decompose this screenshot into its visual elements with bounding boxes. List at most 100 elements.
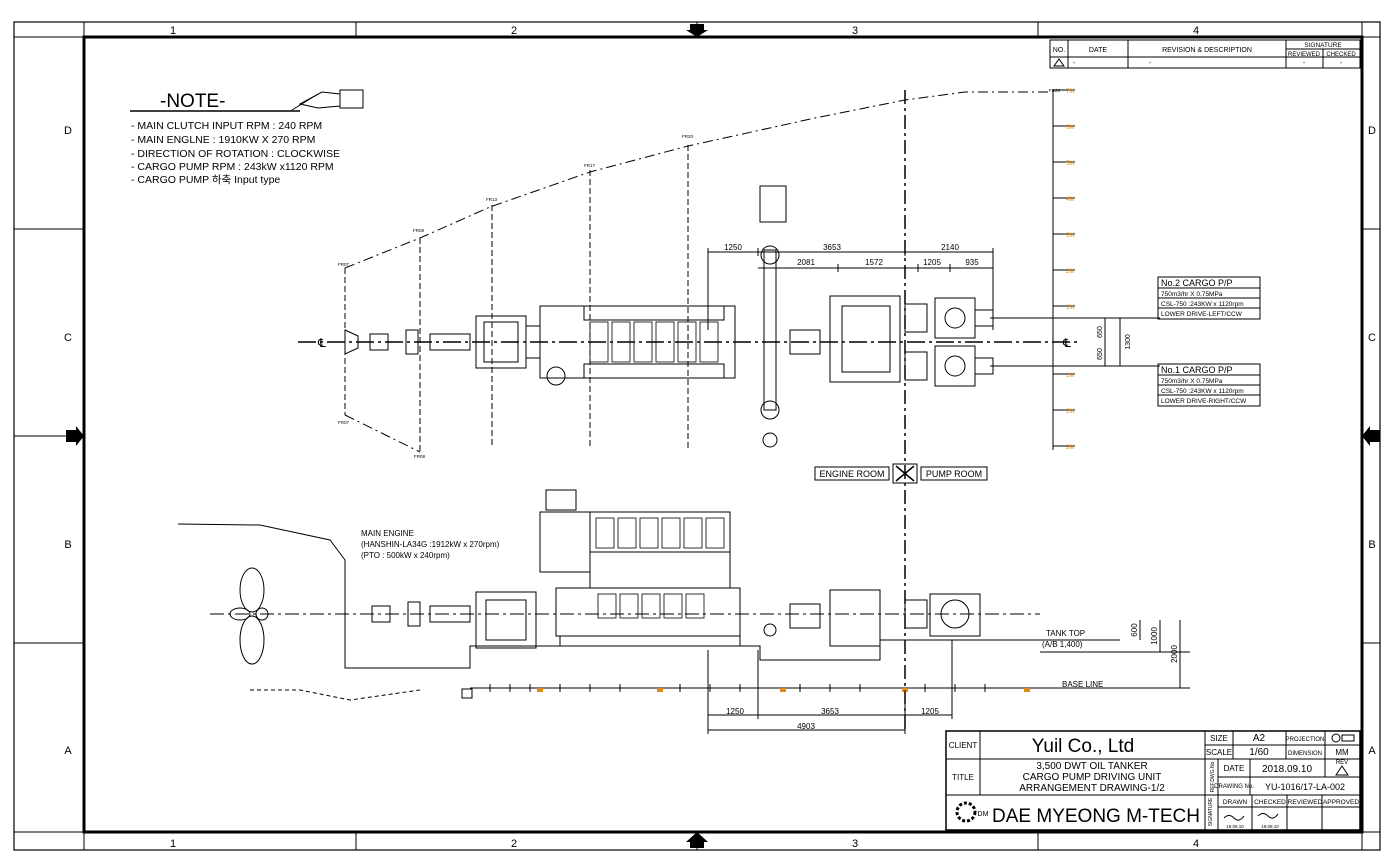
svg-text:B: B [1368, 539, 1375, 551]
title-line-1: 3,500 DWT OIL TANKER [1036, 761, 1147, 772]
svg-text:FR20: FR20 [682, 134, 694, 139]
svg-text:C: C [1368, 332, 1376, 344]
dim-3653-plan: 3653 [823, 243, 841, 252]
plan-shaft [344, 329, 471, 355]
svg-text:D: D [64, 125, 72, 137]
note-title: -NOTE- [160, 91, 225, 112]
centerline-symbol-left: ℄ [317, 336, 326, 350]
cargo-pump-2-line-3: LOWER DRIVE-LEFT/CCW [1161, 311, 1243, 318]
cargo-pump-1-line-3: LOWER DRIVE-RIGHT/CCW [1161, 398, 1247, 405]
sig-reviewed: REVIEWED [1288, 799, 1323, 806]
cargo-pump-2-title: No.2 CARGO P/P [1161, 278, 1233, 288]
sig-date-drawn: 18.09.10 [1226, 824, 1244, 829]
hull-outline-lower [344, 414, 421, 453]
svg-text:A: A [1368, 745, 1376, 757]
elevation-shaft [371, 601, 471, 627]
dim-1250-plan: 1250 [724, 243, 742, 252]
svg-text:7M: 7M [1066, 89, 1074, 95]
base-line-ticks [489, 684, 986, 692]
sig-checked: CHECKED [1254, 799, 1286, 806]
cargo-pump-1-line-2: CSL-750 :243KW x 1120rpm [1161, 388, 1244, 395]
drawing-no-label: DRAWING No. [1214, 784, 1254, 790]
date-label: DATE [1224, 764, 1245, 773]
svg-text:4: 4 [1193, 838, 1199, 850]
dim-1572: 1572 [865, 258, 883, 267]
company-name: DAE MYEONG M-TECH [992, 806, 1200, 827]
cargo-pump-1-line-1: 750m3/hr X 0.75MPa [1161, 378, 1223, 385]
svg-text:4M: 4M [1066, 197, 1074, 203]
note-line-1: - MAIN CLUTCH INPUT RPM : 240 RPM [131, 120, 322, 132]
hull-profile [177, 523, 1030, 669]
client-label: CLIENT [949, 741, 978, 750]
svg-text:5M: 5M [1066, 161, 1074, 167]
note-line-5: - CARGO PUMP 하축 Input type [131, 173, 280, 186]
scale-value: 1/60 [1249, 747, 1269, 758]
dim-1205-elev: 1205 [921, 707, 939, 716]
ref-label: REF.DWG.No [1210, 761, 1216, 792]
revision-triangle-icon [1053, 58, 1065, 67]
sig-drawn: DRAWN [1223, 799, 1248, 806]
plan-view: FR07 FR08 FR13 FR17 FR20 FR26 FR07 FR08 … [298, 88, 1261, 730]
dim-2140-plan: 2140 [941, 243, 959, 252]
signature-scribbles [1223, 813, 1279, 821]
svg-text:3M: 3M [1066, 445, 1074, 451]
svg-text:1M: 1M [1066, 305, 1074, 311]
dim-1205-plan: 1205 [923, 258, 941, 267]
note-line-2: - MAIN ENGLNE : 1910KW X 270 RPM [131, 134, 315, 146]
main-engine-plan [539, 305, 736, 379]
svg-text:4: 4 [1193, 25, 1199, 37]
cargo-pump-1-box: No.1 CARGO P/P 750m3/hr X 0.75MPa CSL-75… [1157, 363, 1261, 407]
tank-top-sub-label: (A/B 1,400) [1042, 640, 1083, 649]
projection-symbol-icon [1331, 733, 1355, 743]
pump-drive-plan [789, 295, 994, 387]
cargo-pump-2-line-1: 750m3/hr X 0.75MPa [1161, 291, 1223, 298]
sig-approved: APPROVED [1323, 799, 1359, 806]
engine-cylinders-elevation [595, 517, 725, 619]
center-arrows [66, 24, 1380, 848]
dim-650-upper: 650 [1097, 326, 1104, 338]
dim-1000: 1000 [1150, 627, 1159, 645]
dim-4903: 4903 [797, 722, 815, 731]
svg-text:C: C [64, 332, 72, 344]
zone-labels: 1 2 3 4 1 2 3 4 D C B A D C B A [64, 25, 1376, 850]
reduction-gear-elevation [475, 591, 537, 649]
cargo-pump-2-box: No.2 CARGO P/P 750m3/hr X 0.75MPa CSL-75… [1157, 276, 1261, 320]
svg-text:2: 2 [511, 25, 517, 37]
logo-text: DM [978, 811, 989, 818]
dim-600: 600 [1130, 623, 1139, 637]
main-engine-label: MAIN ENGINE [361, 529, 414, 538]
svg-text:FR08: FR08 [414, 454, 426, 459]
hull-outline-upper [344, 91, 1050, 269]
main-engine-elevation [539, 489, 741, 647]
drawing-no-value: YU-1016/17-LA-002 [1265, 782, 1345, 792]
dimension-value: MM [1335, 748, 1349, 757]
company-logo-icon: DM [955, 801, 989, 823]
svg-text:D: D [1368, 125, 1376, 137]
svg-text:A: A [64, 745, 72, 757]
cargo-pump-2-line-2: CSL-750 :243KW x 1120rpm [1161, 301, 1244, 308]
rev-header-checked: CHECKED [1326, 52, 1356, 58]
scale-ticks [1053, 89, 1075, 447]
dimension-label: DIMENSION [1288, 751, 1322, 757]
size-value: A2 [1253, 733, 1266, 744]
pto-spec: (PTO : 500kW x 240rpm) [361, 551, 450, 560]
scale-marks: 7M 6M 5M 4M 3M 2M 1M 1M 2M 3M [1066, 89, 1074, 451]
dim-3653-elev: 3653 [821, 707, 839, 716]
svg-text:FR07: FR07 [338, 420, 350, 425]
title-line-2: CARGO PUMP DRIVING UNIT [1023, 772, 1162, 783]
frame-markers [537, 688, 1030, 692]
svg-text:3M: 3M [1066, 233, 1074, 239]
scale-label: SCALE [1206, 748, 1232, 757]
svg-text:FR08: FR08 [413, 228, 425, 233]
svg-text:1M: 1M [1066, 373, 1074, 379]
engine-cylinders-plan [589, 321, 719, 363]
rev-row-desc: - [1149, 60, 1152, 67]
svg-text:1: 1 [170, 838, 176, 850]
svg-text:2M: 2M [1066, 269, 1074, 275]
client-name: Yuil Co., Ltd [1032, 736, 1134, 757]
projection-label: PROJECTION [1286, 737, 1325, 743]
dim-935: 935 [965, 258, 979, 267]
sig-date-checked: 18.09.10 [1261, 824, 1279, 829]
rev-row-date: - [1073, 60, 1076, 67]
rev-header-date: DATE [1089, 47, 1107, 54]
